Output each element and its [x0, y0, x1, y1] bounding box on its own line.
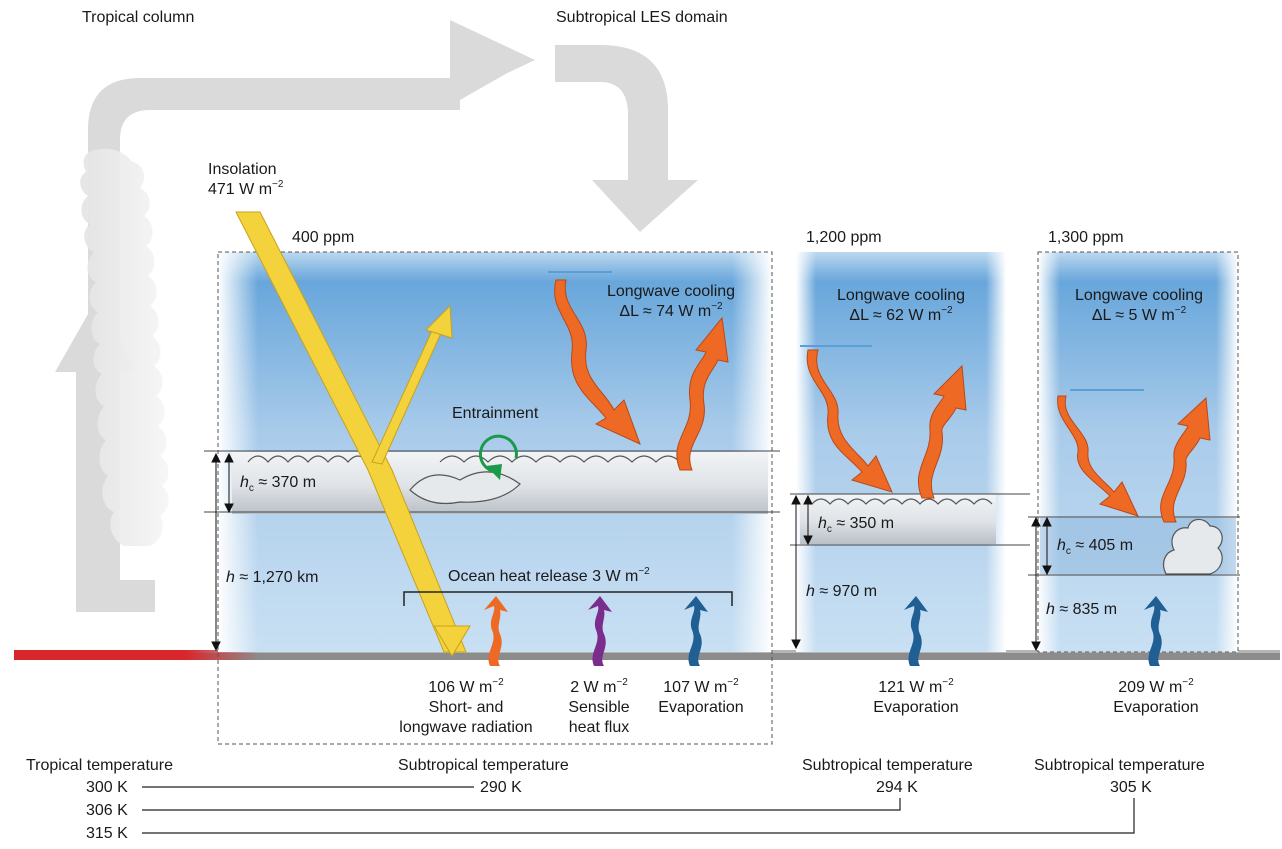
delta-l-400: ΔL ≈ 74 W m−2 — [619, 300, 723, 320]
co2-1200ppm: 1,200 ppm — [806, 229, 882, 246]
tropical-temp-300: 300 K — [86, 779, 128, 796]
cumulus-cloud — [1162, 518, 1223, 575]
ocean-heat-release-label: Ocean heat release 3 W m−2 — [448, 565, 650, 585]
ocean-heat-bracket — [403, 591, 733, 606]
subtropical-temperature-title-400: Subtropical temperature — [398, 757, 569, 774]
entrainment-icon — [478, 434, 518, 480]
subtropical-temperature-title-1300: Subtropical temperature — [1034, 757, 1205, 774]
panel-400ppm-box — [217, 251, 773, 745]
flux-evaporation-400-label: Evaporation — [658, 699, 744, 716]
longwave-cooling-title-1200: Longwave cooling — [836, 287, 966, 304]
longwave-cooling-title-1300: Longwave cooling — [1074, 287, 1204, 304]
ocean-surface — [14, 650, 1280, 660]
panel-1300ppm-box — [1037, 251, 1239, 653]
flux-sensible-value: 2 W m−2 — [570, 676, 628, 696]
subtropical-temp-294: 294 K — [876, 779, 918, 796]
inversion-markers — [548, 271, 1144, 391]
flux-sensible-line2: heat flux — [568, 719, 630, 736]
tropical-cloud-column — [80, 148, 169, 546]
cumulus-layer-1300ppm — [1028, 516, 1240, 576]
hc-label-1300: hc ≈ 405 m — [1057, 537, 1134, 558]
flux-radiation-line2: longwave radiation — [399, 719, 533, 736]
height-dimensions — [211, 452, 1052, 652]
h-label-1300: h ≈ 835 m — [1046, 601, 1118, 618]
flux-evaporation-1300-label: Evaporation — [1113, 699, 1199, 716]
tropical-temp-315: 315 K — [86, 825, 128, 842]
subtropical-temperature-title-1200: Subtropical temperature — [802, 757, 973, 774]
warm-ocean-strip — [14, 650, 259, 660]
flux-evaporation-1300-value: 209 W m−2 — [1118, 676, 1194, 696]
h-label-1200: h ≈ 970 m — [806, 583, 878, 600]
hc-label-400: hc ≈ 370 m — [240, 474, 317, 495]
tropical-temp-306: 306 K — [86, 802, 128, 819]
flux-sensible-line1: Sensible — [568, 699, 630, 716]
flux-radiation-line1: Short- and — [428, 699, 504, 716]
flux-evaporation-400-value: 107 W m−2 — [663, 676, 739, 696]
flux-evaporation-1200-value: 121 W m−2 — [878, 676, 954, 696]
subtropical-temp-305: 305 K — [1110, 779, 1152, 796]
hc-label-1200: hc ≈ 350 m — [818, 515, 895, 536]
entrainment-label: Entrainment — [452, 405, 539, 422]
longwave-cooling-arrows — [554, 279, 1211, 523]
surface-flux-arrows — [484, 596, 1168, 666]
flux-radiation-value: 106 W m−2 — [428, 676, 504, 696]
co2-400ppm: 400 ppm — [292, 229, 355, 246]
tropical-temperature-title: Tropical temperature — [26, 757, 174, 774]
insolation-value: 471 W m−2 — [208, 178, 284, 198]
temperature-connectors — [142, 786, 1135, 834]
subtropical-les-domain-label: Subtropical LES domain — [556, 9, 728, 26]
flux-evaporation-1200-label: Evaporation — [873, 699, 959, 716]
delta-l-1300: ΔL ≈ 5 W m−2 — [1091, 304, 1187, 324]
tropical-column-label: Tropical column — [82, 9, 195, 26]
insolation-beam — [235, 211, 471, 657]
h-label-400: h ≈ 1,270 km — [226, 569, 319, 586]
longwave-cooling-title-400: Longwave cooling — [606, 283, 736, 300]
insolation-label: Insolation — [208, 161, 277, 178]
stratocumulus-layer-1200ppm — [790, 493, 1030, 546]
co2-1300ppm: 1,300 ppm — [1048, 229, 1124, 246]
delta-l-1200: ΔL ≈ 62 W m−2 — [849, 304, 953, 324]
subtropical-temp-290: 290 K — [480, 779, 522, 796]
